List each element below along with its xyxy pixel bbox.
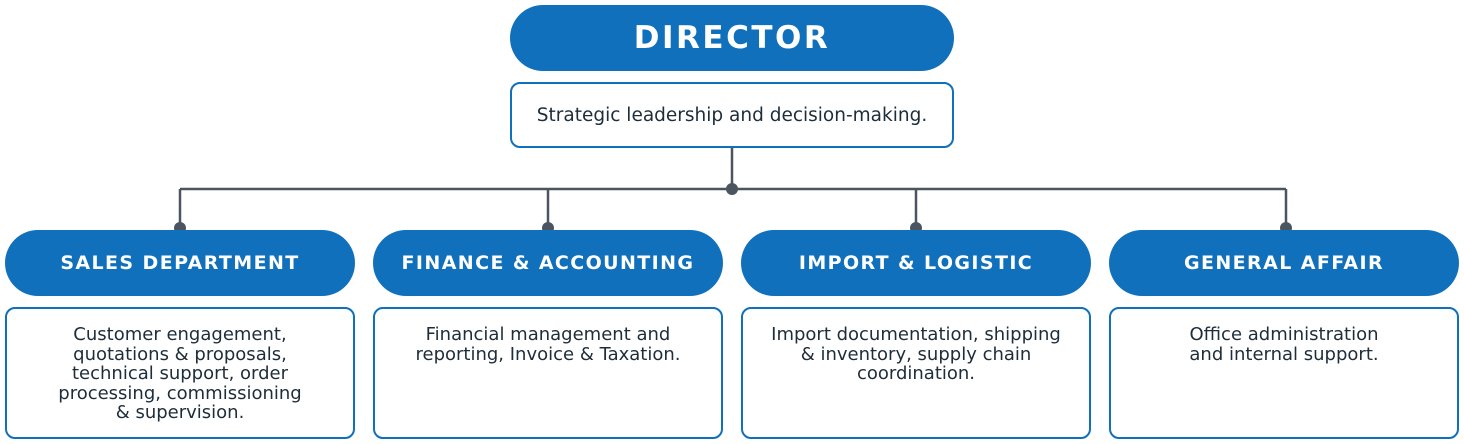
sales-department-description: Customer engagement, quotations & propos…: [5, 307, 355, 439]
sales-department-title: SALES DEPARTMENT: [5, 230, 355, 296]
director-description: Strategic leadership and decision-making…: [510, 82, 954, 148]
finance-accounting-description: Financial management and reporting, Invo…: [373, 307, 723, 439]
finance-accounting-title: FINANCE & ACCOUNTING: [373, 230, 723, 296]
general-affair-title: GENERAL AFFAIR: [1109, 230, 1459, 296]
general-affair-description: Office administration and internal suppo…: [1109, 307, 1459, 439]
import-logistic-description: Import documentation, shipping & invento…: [741, 307, 1091, 439]
import-logistic-title: IMPORT & LOGISTIC: [741, 230, 1091, 296]
director-title: DIRECTOR: [510, 5, 954, 71]
junction-dot: [726, 183, 738, 195]
